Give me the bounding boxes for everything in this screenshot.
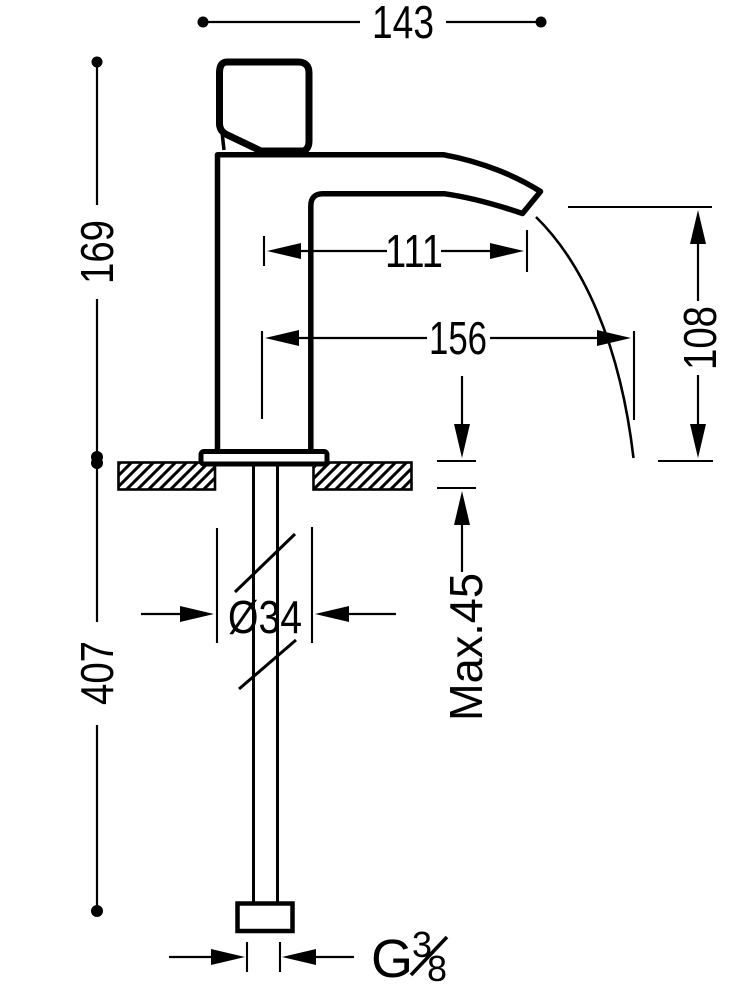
dim-label-stream-reach: 156 <box>429 312 487 364</box>
arrow-left-icon <box>282 949 316 965</box>
handle-joint-bar <box>260 147 309 156</box>
dim-base-diameter: Ø34 <box>141 527 396 643</box>
counter-hatch-right <box>312 461 413 491</box>
dim-label-overall-depth: 143 <box>372 0 434 48</box>
dim-spout-reach: 111 <box>262 225 529 277</box>
dim-label-max-mounting-thickness: Max.45 <box>440 573 492 721</box>
pipe-break-mark-lower <box>238 638 297 691</box>
dim-label-below-counter-length: 407 <box>71 641 123 705</box>
dim-thread-size: G 3 8 <box>169 924 449 989</box>
arrow-down-icon <box>690 424 706 458</box>
arrow-up-icon <box>690 210 706 244</box>
water-stream-curve <box>535 216 635 459</box>
dim-stream-reach: 156 <box>260 312 636 420</box>
arrow-right-icon <box>490 243 524 259</box>
dim-outlet-height: 108 <box>568 205 726 463</box>
dim-label-height-above-counter: 169 <box>71 220 123 284</box>
dim-height-above-counter: 169 <box>71 56 123 463</box>
arrow-left-icon <box>265 330 299 346</box>
faucet-figure <box>117 58 635 934</box>
arrow-up-icon <box>454 491 470 525</box>
faucet-handle <box>216 58 313 156</box>
thread-label-numerator: 3 <box>412 924 432 965</box>
arrow-right-icon <box>180 606 214 622</box>
thread-label-prefix: G <box>371 929 413 989</box>
arrow-left-icon <box>315 606 349 622</box>
arrow-right-icon <box>597 330 631 346</box>
dim-label-outlet-height: 108 <box>674 306 726 370</box>
base-plate <box>198 449 330 467</box>
arrow-down-icon <box>454 424 470 458</box>
inlet-connector <box>235 901 295 934</box>
counter-hatch-left <box>117 461 217 491</box>
faucet-body-spout <box>214 152 544 454</box>
dim-overall-depth: 143 <box>197 0 547 48</box>
fraction-slash <box>409 935 449 977</box>
dim-dot <box>91 905 103 917</box>
dim-label-base-diameter: Ø34 <box>228 591 302 643</box>
thread-label-denominator: 8 <box>427 948 447 989</box>
dim-max-mounting-thickness: Max.45 <box>437 376 492 721</box>
arrow-right-icon <box>211 949 245 965</box>
dim-below-counter-length: 407 <box>71 457 123 917</box>
pipe-break-mark-upper <box>233 532 297 594</box>
handle-lever-tip <box>219 127 226 151</box>
arrow-left-icon <box>267 243 301 259</box>
dim-label-spout-reach: 111 <box>385 225 443 277</box>
